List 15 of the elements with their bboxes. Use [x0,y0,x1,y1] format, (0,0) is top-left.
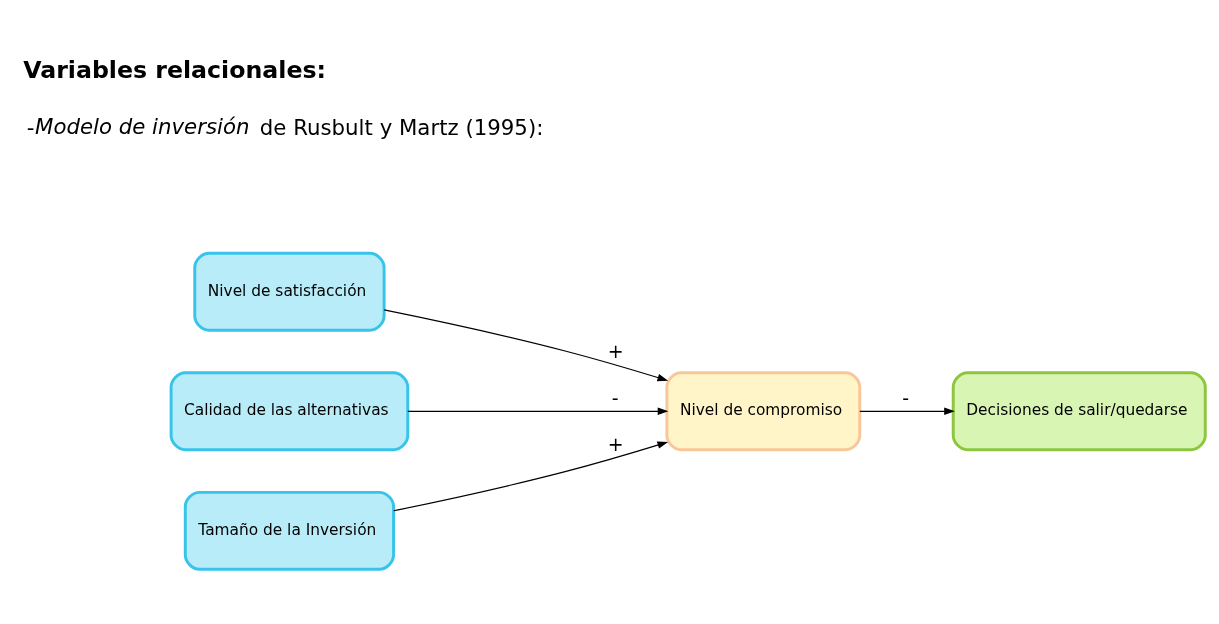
edge-label: + [607,432,624,455]
edge-label: - [611,386,619,409]
diagram-title: Variables relacionales: [23,55,326,84]
arrow [407,407,669,415]
edge-label: + [607,339,624,362]
node-box: Decisiones de salir/quedarse [951,370,1207,451]
label: -Modelo de inversión de Rusbult y Martz (1995): [26,113,544,140]
arrow [859,407,955,415]
node-box: Nivel de satisfacción [193,251,386,332]
node-box: Nivel de compromiso [665,370,862,451]
arrow [383,308,669,381]
arrow [393,440,669,511]
edge-label: - [902,386,910,409]
node-box: Tamaño de la Inversión [183,490,396,571]
node-box: Calidad de las alternativas [169,370,410,451]
